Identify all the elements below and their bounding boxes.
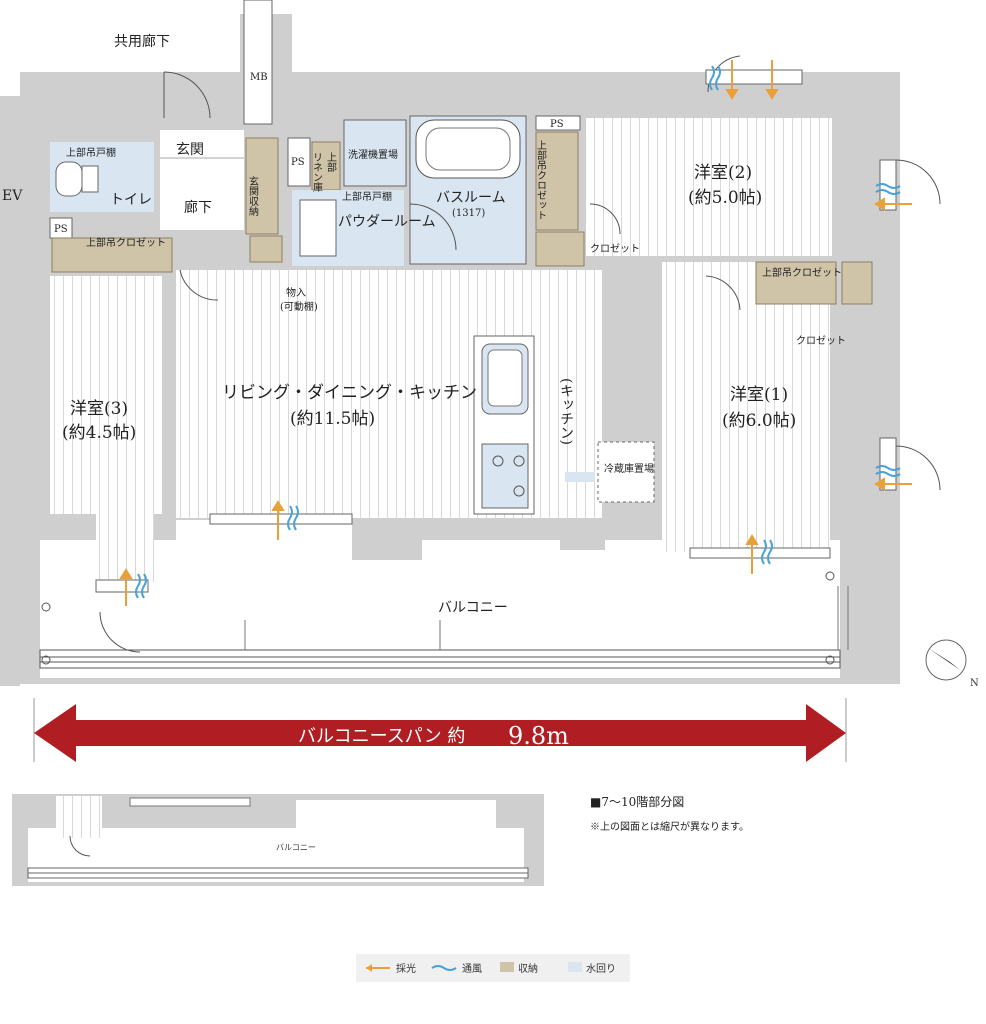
legend-storage-label: 収納 <box>518 962 538 975</box>
room1-floor <box>662 262 830 552</box>
partial-balcony-label: バルコニー <box>276 843 316 852</box>
powder-label: パウダールーム <box>338 214 436 230</box>
stove <box>481 443 529 509</box>
north-compass-icon: N <box>925 639 979 689</box>
partial-plan: バルコニー <box>12 794 544 886</box>
banner-prefix: バルコニースパン 約 <box>298 726 465 747</box>
legend-water: 水回り <box>568 962 616 975</box>
labels: 共用廊下 MB EV 上部吊戸棚 トイレ PS PS PS 玄関 廊下 玄関収納… <box>2 33 846 616</box>
hallway-label: 廊下 <box>184 199 212 216</box>
entrance-label: 玄関 <box>176 141 204 158</box>
room3-upper-closet <box>51 237 173 273</box>
legend-light-label: 採光 <box>396 962 416 975</box>
ps-label-3: PS <box>550 119 564 130</box>
washer-label: 洗濯機置場 <box>348 148 398 161</box>
balcony-span-banner: バルコニースパン 約 9.8m <box>33 698 847 762</box>
toilet-cabinet-label: 上部吊戸棚 <box>66 146 116 159</box>
room3-size: (約4.5帖) <box>62 423 136 443</box>
windows <box>95 69 897 593</box>
legend-air-label: 通風 <box>462 963 482 975</box>
kitchen-label: (キッチン) <box>558 378 574 445</box>
room3-upper-closet-label: 上部吊クロゼット <box>86 236 166 249</box>
bathroom-label: バスルーム <box>436 190 506 206</box>
upper-cabinet-label: 上部吊戸棚 <box>342 190 392 203</box>
banner-value: 9.8m <box>508 722 569 750</box>
legend-light: 採光 <box>366 962 416 975</box>
balcony-label: バルコニー <box>438 600 508 616</box>
storage-label: 物入 <box>286 286 306 299</box>
partial-title: ■7〜10階部分図 <box>590 794 684 809</box>
ev-label: EV <box>2 188 23 204</box>
legend: 採光 通風 収納 水回り <box>356 954 630 982</box>
storage-closet <box>249 235 283 263</box>
room3-label: 洋室(3) <box>70 399 128 419</box>
room3-floor <box>50 276 162 514</box>
legend-storage: 収納 <box>500 962 538 975</box>
washer-area <box>343 119 407 187</box>
entrance-storage <box>245 137 279 235</box>
room1-closet-label: クロゼット <box>796 335 846 347</box>
legend-air: 通風 <box>431 963 482 975</box>
ps-label-2: PS <box>291 157 305 168</box>
entrance-storage-label: 玄関収納 <box>247 175 259 217</box>
room2-size: (約5.0帖) <box>688 188 762 208</box>
ps-label-1: PS <box>54 224 68 235</box>
toilet-label: トイレ <box>110 192 152 208</box>
room2-closet <box>535 231 585 267</box>
bathroom-size: (1317) <box>452 208 485 219</box>
room2-upper-closet-label: 上部吊クロゼット <box>535 140 547 220</box>
room1-upper-closet <box>755 261 837 305</box>
svg-text:N: N <box>970 678 979 689</box>
legend-water-label: 水回り <box>586 963 616 975</box>
room2-label: 洋室(2) <box>694 163 752 183</box>
rooms <box>49 0 873 582</box>
corridor-label: 共用廊下 <box>114 33 170 50</box>
mb-label: MB <box>250 72 268 83</box>
partial-notes: ■7〜10階部分図 ※上の図面とは縮尺が異なります。 <box>590 794 749 833</box>
room2-closet-label: クロゼット <box>590 243 640 255</box>
fridge-space <box>597 441 655 503</box>
ldk-label: リビング・ダイニング・キッチン <box>222 383 477 403</box>
linen-closet <box>311 141 341 191</box>
light-and-air-markers <box>119 60 912 606</box>
entrance-floor <box>160 130 244 230</box>
upper-label: 上部 <box>325 152 337 173</box>
room1-upper-closet-label: 上部吊クロゼット <box>762 266 842 279</box>
room2-upper-closet <box>535 131 579 231</box>
room1-size: (約6.0帖) <box>722 411 796 431</box>
fridge-label: 冷蔵庫置場 <box>604 462 654 475</box>
ldk-size: (約11.5帖) <box>290 409 375 429</box>
partial-note: ※上の図面とは縮尺が異なります。 <box>590 820 749 833</box>
linen-label: リネン庫 <box>311 152 323 193</box>
balcony-area <box>39 520 849 678</box>
storage-note: (可動棚) <box>280 300 318 313</box>
room1-label: 洋室(1) <box>730 385 788 405</box>
room2-floor <box>586 118 832 256</box>
room1-closet <box>841 261 873 305</box>
doors <box>99 55 941 653</box>
